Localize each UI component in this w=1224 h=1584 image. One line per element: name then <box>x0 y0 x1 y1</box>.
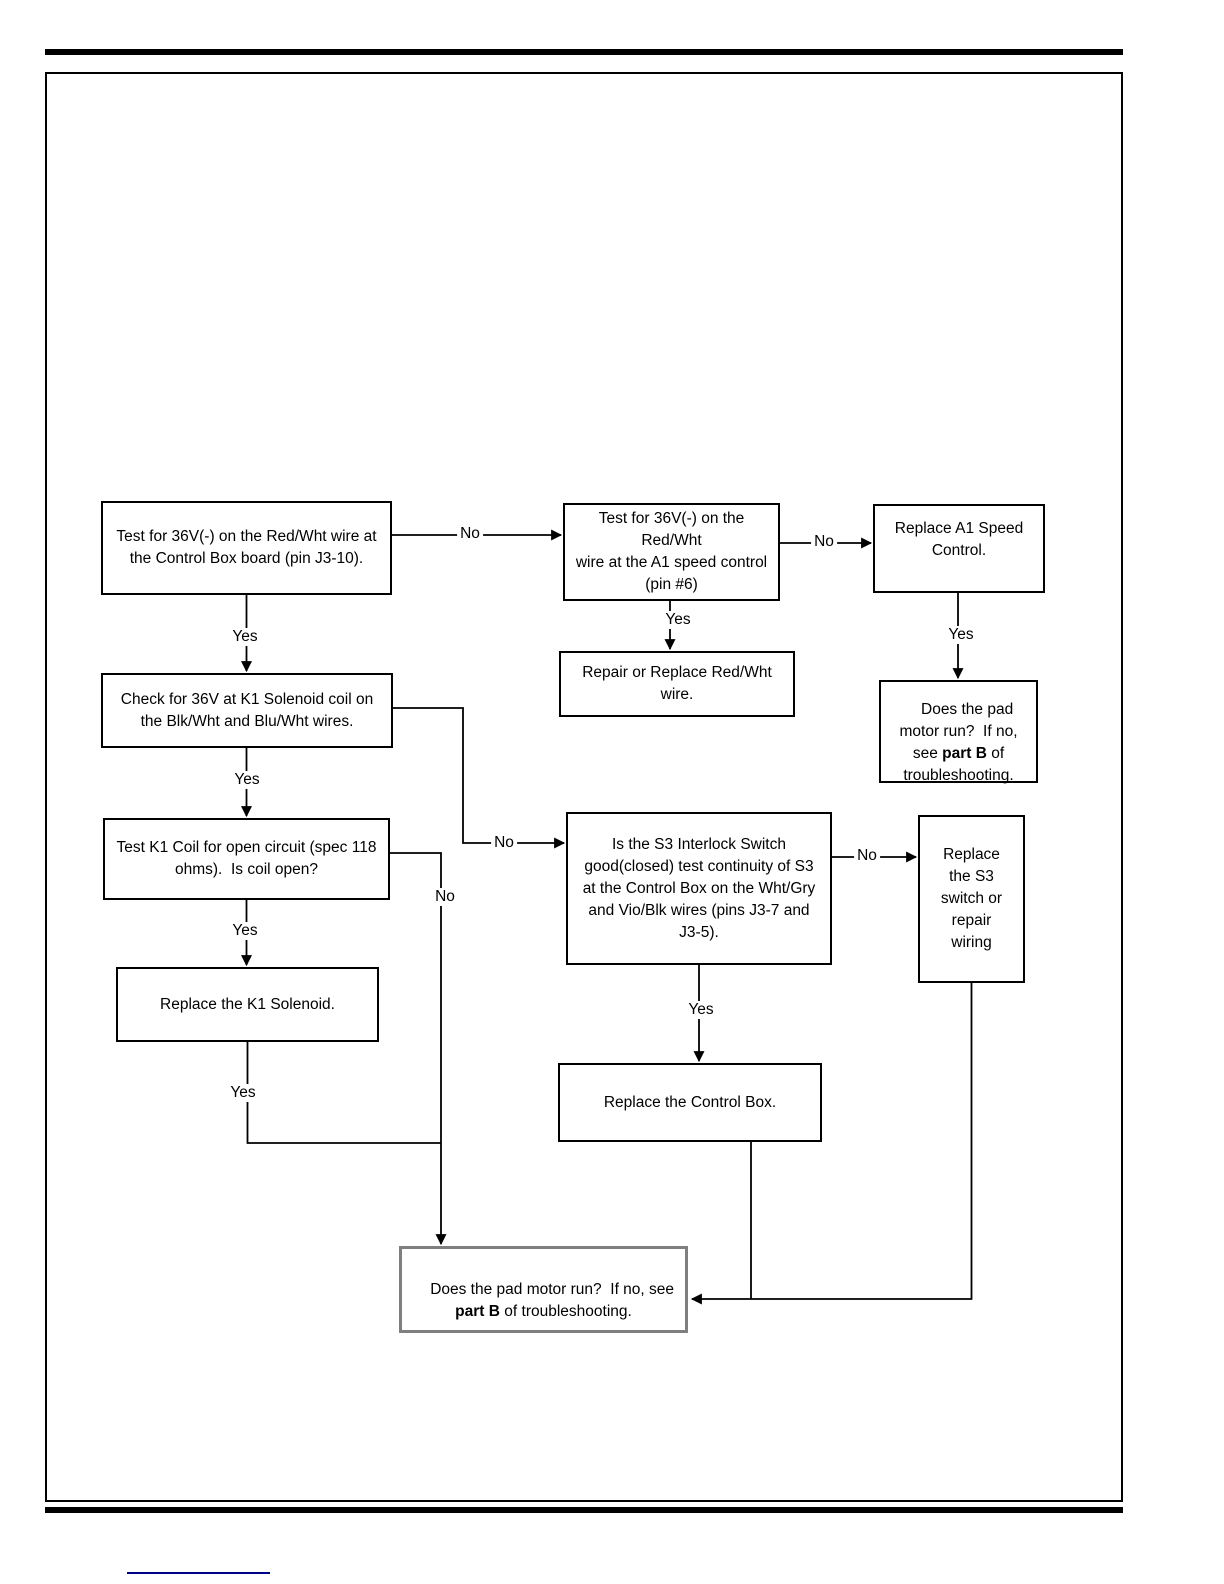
pad-motor-a1-text: Does the pad motor run? If no, see <box>899 700 1018 762</box>
node-replace-k1: Replace the K1 Solenoid. <box>116 967 379 1042</box>
edge-label-yes-replace-k1: Yes <box>227 1084 259 1102</box>
pad-motor-bottom-text: Does the pad motor run? If no, see <box>430 1280 675 1298</box>
node-test-a1-speed: Test for 36V(-) on the Red/Wht wire at t… <box>563 503 780 601</box>
top-rule <box>45 49 1123 55</box>
edge-no-check-k1-to-s3 <box>393 707 566 849</box>
edge-label-no-control-box: No <box>457 525 483 543</box>
node-replace-s3: Replace the S3 switch or repair wiring <box>918 815 1025 983</box>
edge-label-yes-test-coil: Yes <box>229 922 261 940</box>
node-replace-a1: Replace A1 Speed Control. <box>873 504 1045 593</box>
node-repair-redwht: Repair or Replace Red/Wht wire. <box>559 651 795 717</box>
edge-label-yes-control-box: Yes <box>229 628 261 646</box>
edge-label-yes-check-k1: Yes <box>231 771 263 789</box>
node-pad-motor-a1: Does the pad motor run? If no, see part … <box>879 680 1038 784</box>
edge-merge-to-pad-motor-bottom <box>690 983 973 1305</box>
edge-label-no-test-coil: No <box>432 888 458 906</box>
node-pad-motor-bottom: Does the pad motor run? If no, see part … <box>399 1246 688 1333</box>
pad-motor-bottom-bold: part B <box>455 1302 500 1320</box>
edge-label-yes-s3: Yes <box>685 1001 717 1019</box>
edge-label-no-a1: No <box>811 533 837 551</box>
edge-label-yes-replace-a1: Yes <box>945 626 977 644</box>
edge-label-no-check-k1: No <box>491 834 517 852</box>
node-check-k1-solenoid: Check for 36V at K1 Solenoid coil on the… <box>101 673 393 748</box>
pad-motor-bottom-suffix: of troubleshooting. <box>499 1302 632 1320</box>
pad-motor-a1-suffix: of troubleshooting. <box>903 744 1014 784</box>
node-replace-control-box: Replace the Control Box. <box>558 1063 822 1142</box>
edge-no-test-coil-to-pad-motor-bottom <box>390 852 447 1246</box>
footnote-rule <box>127 1572 270 1574</box>
pad-motor-a1-bold: part B <box>942 744 987 762</box>
node-test-control-box: Test for 36V(-) on the Red/Wht wire at t… <box>101 501 392 595</box>
edge-label-no-s3: No <box>854 847 880 865</box>
node-test-k1-coil: Test K1 Coil for open circuit (spec 118 … <box>103 818 390 900</box>
edge-yes-replace-k1-merge <box>246 1042 441 1144</box>
edge-label-yes-a1: Yes <box>662 611 694 629</box>
node-s3-interlock: Is the S3 Interlock Switch good(closed) … <box>566 812 832 965</box>
bottom-rule <box>45 1507 1123 1513</box>
